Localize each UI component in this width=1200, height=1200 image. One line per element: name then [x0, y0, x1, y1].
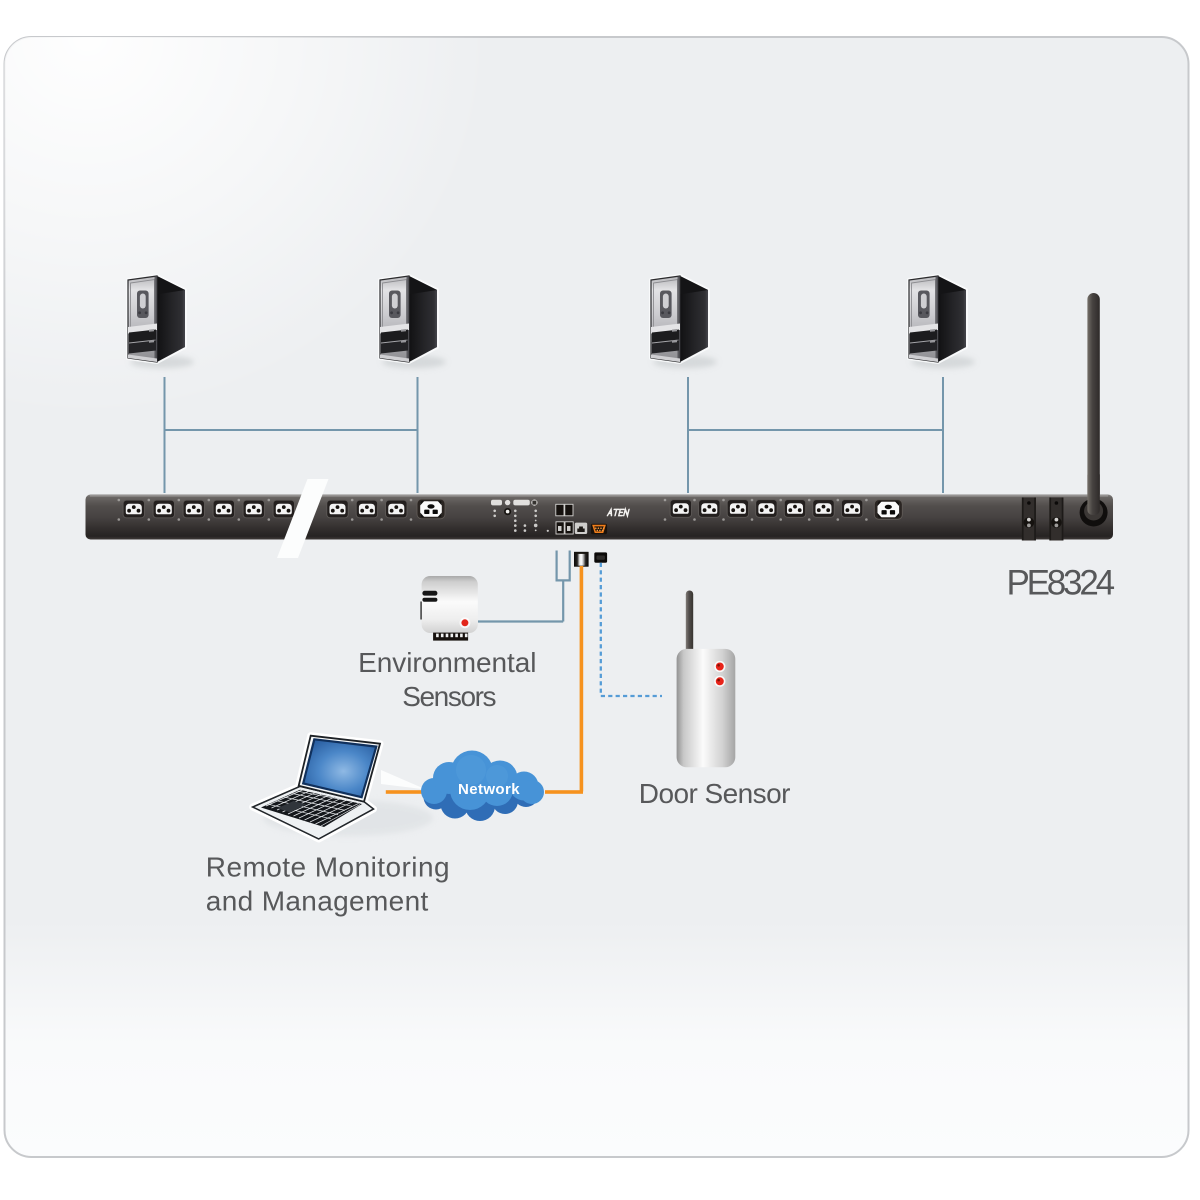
svg-text:Environmental: Environmental [358, 647, 536, 678]
svg-text:Network: Network [458, 781, 520, 798]
svg-text:PE8324: PE8324 [1007, 564, 1115, 603]
svg-text:Remote Monitoring: Remote Monitoring [206, 852, 450, 883]
svg-text:Door Sensor: Door Sensor [639, 778, 790, 809]
svg-text:Sensors: Sensors [402, 681, 495, 712]
svg-text:and Management: and Management [206, 886, 429, 917]
